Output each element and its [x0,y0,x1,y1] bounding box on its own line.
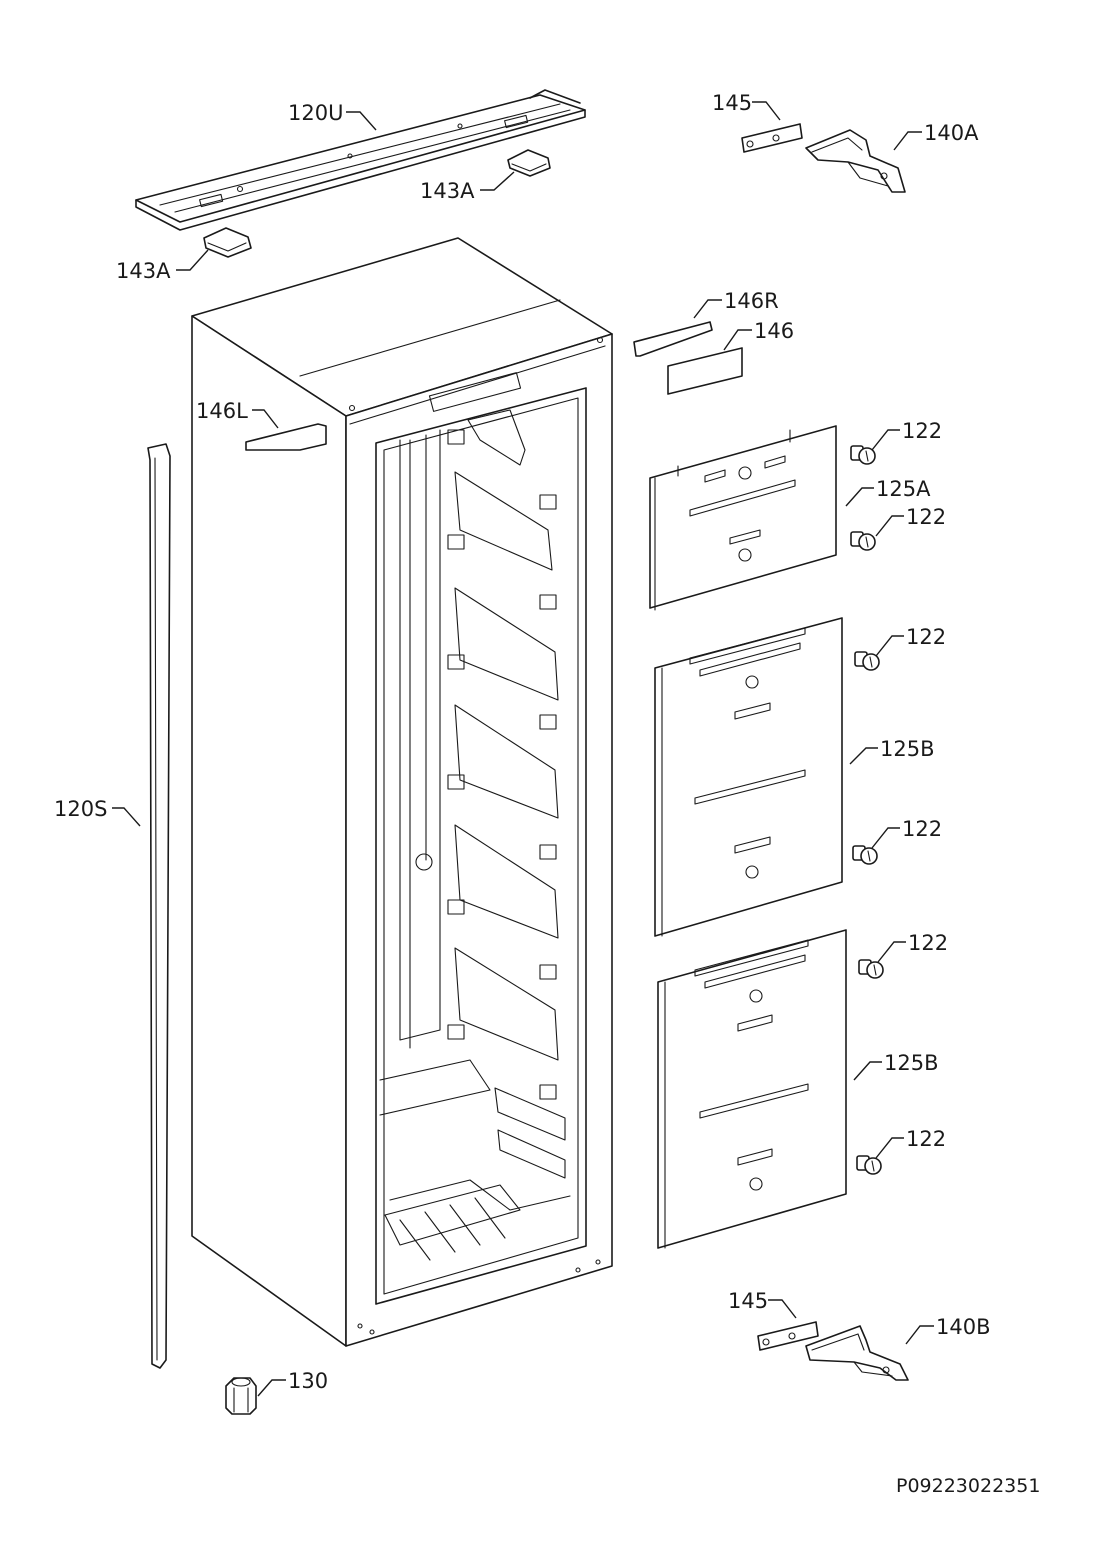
hinge-plate-145-top [741,123,803,153]
label-122-3: 122 [906,625,946,649]
screw-122-6 [856,1155,882,1175]
label-143A-left: 143A [116,259,171,283]
screw-122-2 [850,531,876,551]
screw-122-3 [854,651,880,671]
door-seal-120S [147,443,171,1369]
label-122-6: 122 [906,1127,946,1151]
label-146: 146 [754,319,794,343]
label-145-top: 145 [712,91,752,115]
screw-122-5 [858,959,884,979]
hinge-140B [805,1325,909,1381]
document-code: P09223022351 [896,1475,1040,1497]
part-labels: 120U 143A 143A 145 140A 146R 146 146L 12… [54,91,991,1393]
label-122-1: 122 [902,419,942,443]
label-120S: 120S [54,797,107,821]
label-125B-upper: 125B [880,737,935,761]
hinge-140A [805,129,906,193]
top-rail-120U [135,89,586,231]
leader-lines [112,101,934,1397]
label-145-bottom: 145 [728,1289,768,1313]
cover-146 [667,347,743,395]
label-130: 130 [288,1369,328,1393]
label-125A: 125A [876,477,931,501]
label-122-4: 122 [902,817,942,841]
label-146R: 146R [724,289,779,313]
screw-122-1 [850,445,876,465]
label-120U: 120U [288,101,343,125]
label-122-2: 122 [906,505,946,529]
label-143A-top: 143A [420,179,475,203]
cover-146L [245,423,327,451]
label-146L: 146L [196,399,248,423]
door-panel-125B-upper [654,617,843,937]
interior-shelf-ribs [447,409,566,1179]
clip-143A-top [507,149,551,177]
door-panel-125B-lower [657,929,847,1249]
cabinet-body [191,237,613,1347]
clip-143A-left [203,227,252,258]
label-140A: 140A [924,121,979,145]
screw-122-4 [852,845,878,865]
label-122-5: 122 [908,931,948,955]
label-140B: 140B [936,1315,991,1339]
label-125B-lower: 125B [884,1051,939,1075]
cover-146R [633,321,713,357]
hinge-plate-145-bottom [757,1321,819,1351]
adjustable-foot-130 [225,1377,257,1415]
door-panel-125A [649,425,837,611]
